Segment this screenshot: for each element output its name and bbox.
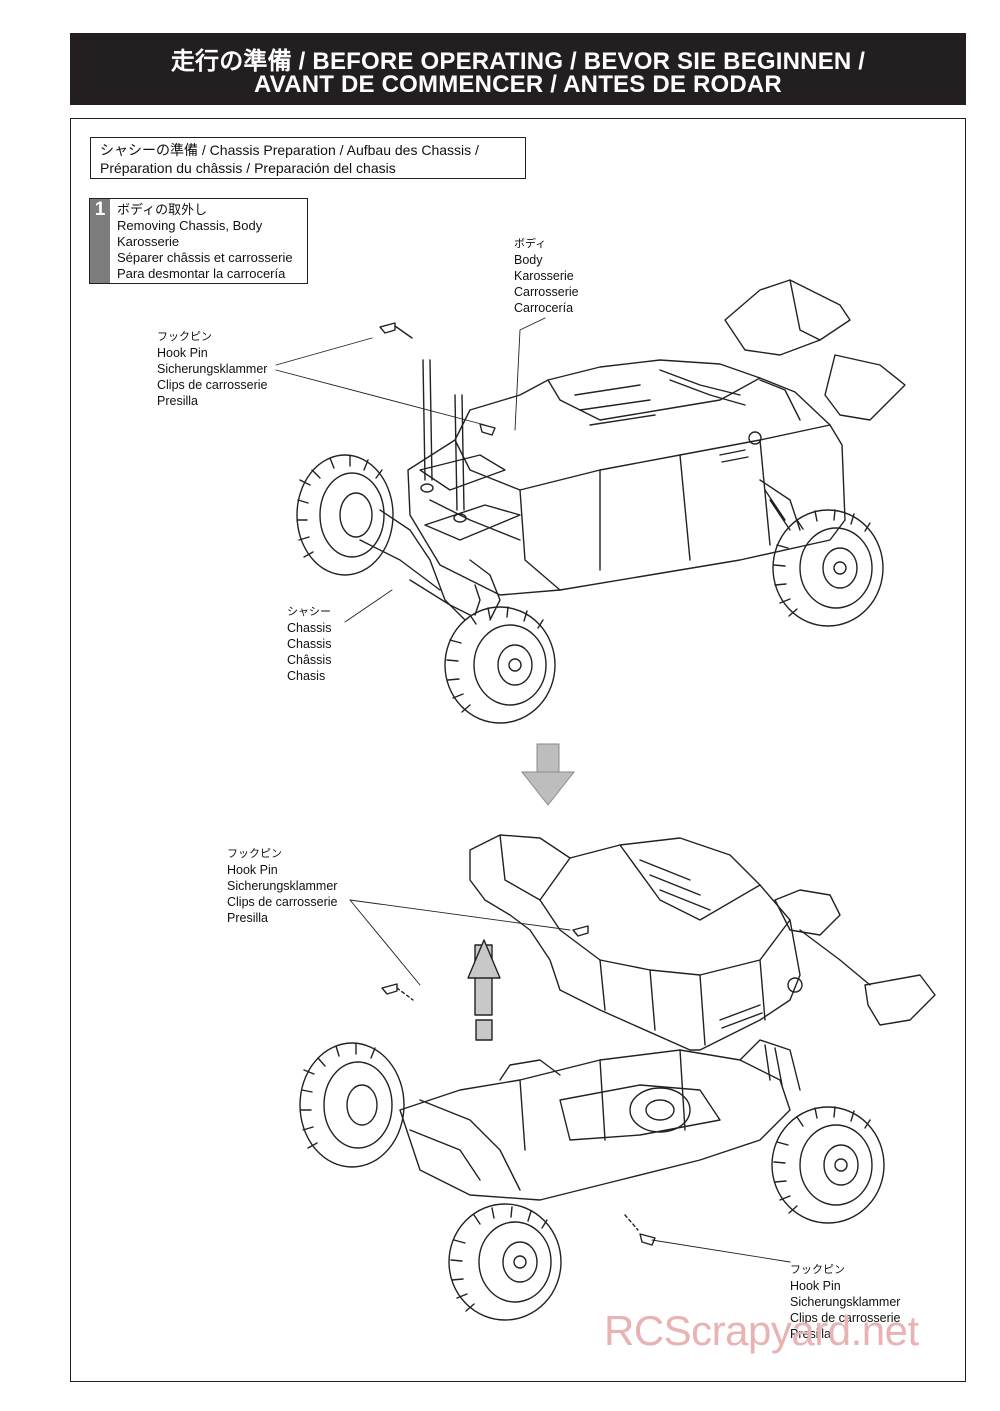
label-line: Karosserie [514, 269, 574, 283]
label-line: Hook Pin [227, 863, 278, 877]
label-hook-pin-bottom: フックピン Hook Pin Sicherungsklammer Clips d… [790, 1262, 900, 1342]
down-arrow-icon [520, 743, 576, 806]
label-line: Body [514, 253, 543, 267]
hook-pin-3 [381, 983, 414, 1001]
step-line: Para desmontar la carrocería [117, 266, 286, 281]
section-title-line2: Préparation du châssis / Preparación del… [100, 160, 396, 176]
tire-front-left-2 [299, 1042, 405, 1168]
step-line: Removing Chassis, Body [117, 218, 263, 233]
label-line: Hook Pin [157, 346, 208, 360]
header-title-line1: 走行の準備 / BEFORE OPERATING / BEVOR SIE BEG… [170, 48, 866, 75]
label-line: Chassis [287, 621, 332, 635]
label-line: Châssis [287, 653, 332, 667]
step-line: Karosserie [117, 234, 180, 249]
label-line: フックピン [157, 331, 212, 343]
label-hook-pin-top: フックピン Hook Pin Sicherungsklammer Clips d… [157, 329, 267, 409]
car-disassembled-drawing [299, 834, 936, 1321]
hook-pin-5 [624, 1214, 656, 1246]
step-line: Séparer châssis et carrosserie [117, 250, 293, 265]
tire-front-left [296, 454, 394, 576]
label-line: フックピン [227, 848, 282, 860]
section-title-line1: シャシーの準備 / Chassis Preparation / Aufbau d… [100, 142, 479, 158]
step-number: 1 [90, 199, 110, 283]
hook-pin-1 [379, 322, 413, 339]
label-line: Chassis [287, 637, 332, 651]
section-title-box: シャシーの準備 / Chassis Preparation / Aufbau d… [90, 137, 526, 179]
label-line: Hook Pin [790, 1279, 841, 1293]
label-line: Clips de carrosserie [790, 1311, 901, 1325]
step-description: ボディの取外し Removing Chassis, Body Karosseri… [117, 202, 293, 282]
watermark-text: RCScrapyard.net [604, 1307, 919, 1354]
label-line: Sicherungsklammer [157, 362, 268, 376]
label-line: ボディ [514, 238, 547, 250]
label-line: シャシー [287, 606, 331, 618]
tire-rear-right [772, 509, 884, 627]
hook-pin-2 [479, 423, 496, 436]
tire-rear-right-2 [771, 1106, 885, 1224]
label-hook-pin-middle: フックピン Hook Pin Sicherungsklammer Clips d… [227, 846, 337, 926]
label-line: Presilla [227, 911, 268, 925]
step-line: ボディの取外し [117, 202, 208, 217]
label-chassis: シャシー Chassis Chassis Châssis Chasis [287, 604, 331, 684]
label-line: Clips de carrosserie [227, 895, 338, 909]
label-line: Clips de carrosserie [157, 378, 268, 392]
step-box: 1 ボディの取外し Removing Chassis, Body Karosse… [89, 198, 308, 284]
label-line: Presilla [790, 1327, 831, 1341]
car-assembled-drawing [296, 279, 906, 724]
header-title-line2: AVANT DE COMMENCER / ANTES DE RODAR [254, 71, 782, 98]
tire-front-right [444, 606, 556, 724]
tire-front-right-2 [448, 1203, 562, 1321]
label-line: Sicherungsklammer [227, 879, 338, 893]
label-line: Carrocería [514, 301, 574, 315]
hook-pin-4 [572, 925, 589, 937]
label-line: Carrosserie [514, 285, 579, 299]
label-line: Chasis [287, 669, 326, 683]
label-line: Presilla [157, 394, 198, 408]
label-body: ボディ Body Karosserie Carrosserie Carrocer… [514, 236, 579, 316]
label-line: フックピン [790, 1264, 845, 1276]
page-header-banner: 走行の準備 / BEFORE OPERATING / BEVOR SIE BEG… [70, 33, 966, 105]
label-line: Sicherungsklammer [790, 1295, 901, 1309]
content-frame [70, 118, 966, 1382]
